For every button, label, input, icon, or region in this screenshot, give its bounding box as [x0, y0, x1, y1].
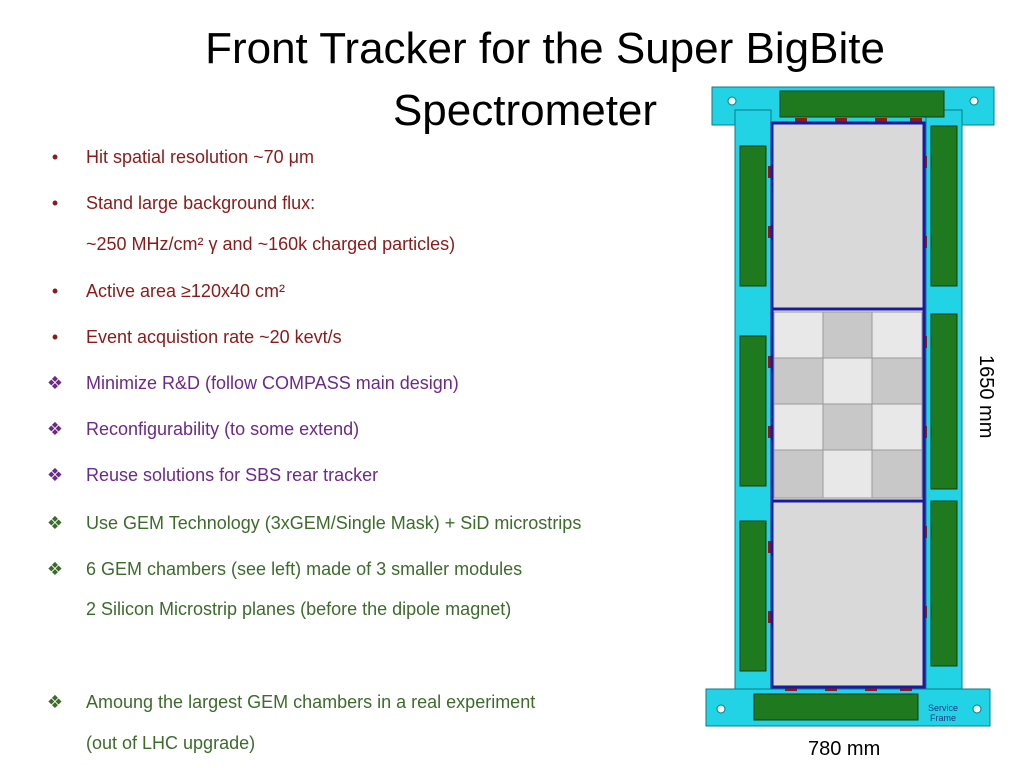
board-right — [930, 125, 958, 287]
board-left — [739, 145, 767, 287]
bullet-marker: ❖ — [46, 465, 64, 485]
gem-chamber-drawing: Service Frame — [705, 86, 995, 727]
bullet-text: Hit spatial resolution ~70 μm — [86, 147, 314, 167]
height-dimension-label: 1650 mm — [975, 355, 997, 439]
board-right — [930, 313, 958, 490]
bullet-marker: • — [51, 327, 59, 347]
title-line-1: Front Tracker for the Super BigBite — [205, 24, 885, 73]
mount-hole — [969, 96, 979, 106]
bullet-text: (out of LHC upgrade) — [86, 733, 256, 753]
mount-hole — [716, 704, 726, 714]
bullet-marker: ❖ — [46, 513, 64, 533]
service-frame-label-2: Frame — [930, 713, 956, 723]
bullet-text: 2 Silicon Microstrip planes (before the … — [86, 599, 512, 619]
board-bottom — [753, 693, 919, 721]
bullet-text: Reuse solutions for SBS rear tracker — [86, 465, 379, 485]
mount-hole — [972, 704, 982, 714]
bullet-marker: ❖ — [46, 559, 64, 579]
bullet-marker: • — [51, 193, 59, 213]
mount-hole — [727, 96, 737, 106]
service-frame-label-1: Service — [928, 703, 958, 713]
bullet-text: Minimize R&D (follow COMPASS main design… — [86, 373, 459, 393]
width-dimension-label: 780 mm — [808, 738, 881, 760]
bullet-marker: ❖ — [46, 692, 64, 712]
board-left — [739, 520, 767, 672]
bullet-marker: ❖ — [46, 419, 64, 439]
bullet-text: ~250 MHz/cm² γ and ~160k charged particl… — [86, 234, 456, 254]
bullet-text: Use GEM Technology (3xGEM/Single Mask) +… — [86, 513, 582, 533]
bullet-text: Amoung the largest GEM chambers in a rea… — [86, 692, 536, 712]
chamber-module-bottom — [770, 499, 926, 689]
bullet-marker: ❖ — [46, 373, 64, 393]
bullet-marker: • — [51, 147, 59, 167]
bullet-text: Active area ≥120x40 cm² — [86, 281, 285, 301]
bullet-text: 6 GEM chambers (see left) made of 3 smal… — [86, 559, 523, 579]
board-right — [930, 500, 958, 667]
slide-title: Front Tracker for the Super BigBite Spec… — [40, 18, 1024, 142]
board-top — [779, 90, 945, 118]
bullet-marker: • — [51, 281, 59, 301]
chamber-module-top — [770, 121, 926, 311]
bullet-text: Stand large background flux: — [86, 193, 316, 213]
board-left — [739, 335, 767, 487]
bullet-text: Event acquistion rate ~20 kevt/s — [86, 327, 342, 347]
middle-module-grid — [773, 311, 923, 499]
title-line-2: Spectrometer — [392, 86, 658, 135]
bullet-text: Reconfigurability (to some extend) — [86, 419, 360, 439]
